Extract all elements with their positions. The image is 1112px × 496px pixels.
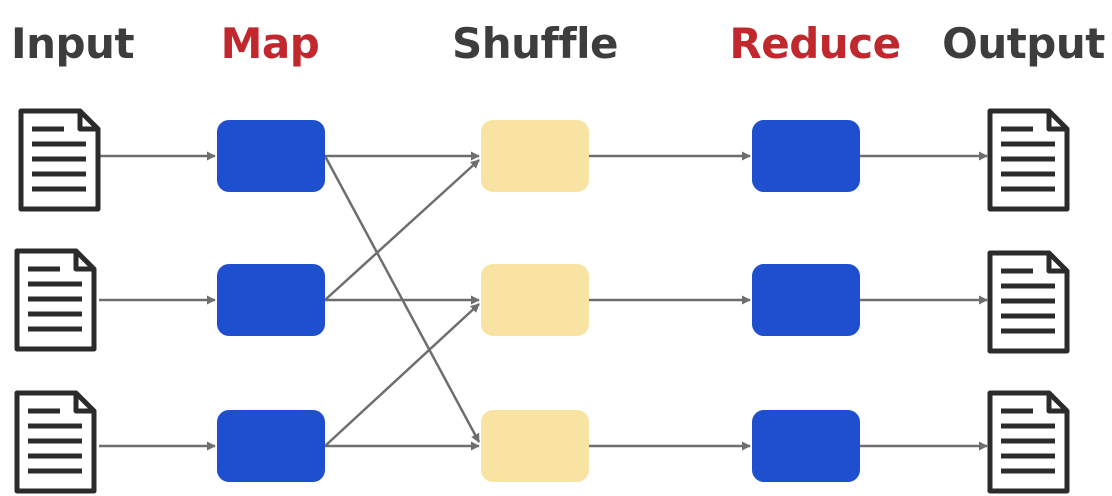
stage-label-shuffle: Shuffle xyxy=(452,19,618,68)
map-box xyxy=(217,410,325,482)
map-to-shuffle-cross-arrow xyxy=(324,159,480,301)
map-box xyxy=(217,120,325,192)
output-documents xyxy=(987,108,1070,494)
shuffle-box xyxy=(481,410,589,482)
document-icon xyxy=(987,250,1070,354)
map-boxes xyxy=(217,120,325,482)
document-icon xyxy=(14,248,97,352)
stage-label-input: Input xyxy=(10,19,135,68)
shuffle-box xyxy=(481,120,589,192)
reduce-box xyxy=(752,120,860,192)
document-icon xyxy=(14,390,97,494)
arrows xyxy=(99,151,988,451)
reduce-box xyxy=(752,264,860,336)
map-box xyxy=(217,264,325,336)
stage-label-output: Output xyxy=(942,19,1105,68)
document-icon xyxy=(18,108,101,212)
document-icon xyxy=(987,390,1070,494)
input-documents xyxy=(14,108,101,494)
stage-label-reduce: Reduce xyxy=(729,19,901,68)
reduce-box xyxy=(752,410,860,482)
map-to-shuffle-cross-arrow xyxy=(324,303,480,447)
shuffle-box xyxy=(481,264,589,336)
document-icon xyxy=(987,108,1070,212)
reduce-boxes xyxy=(752,120,860,482)
map-to-shuffle-cross-arrow xyxy=(323,155,481,443)
shuffle-boxes xyxy=(481,120,589,482)
stage-label-map: Map xyxy=(220,19,320,68)
